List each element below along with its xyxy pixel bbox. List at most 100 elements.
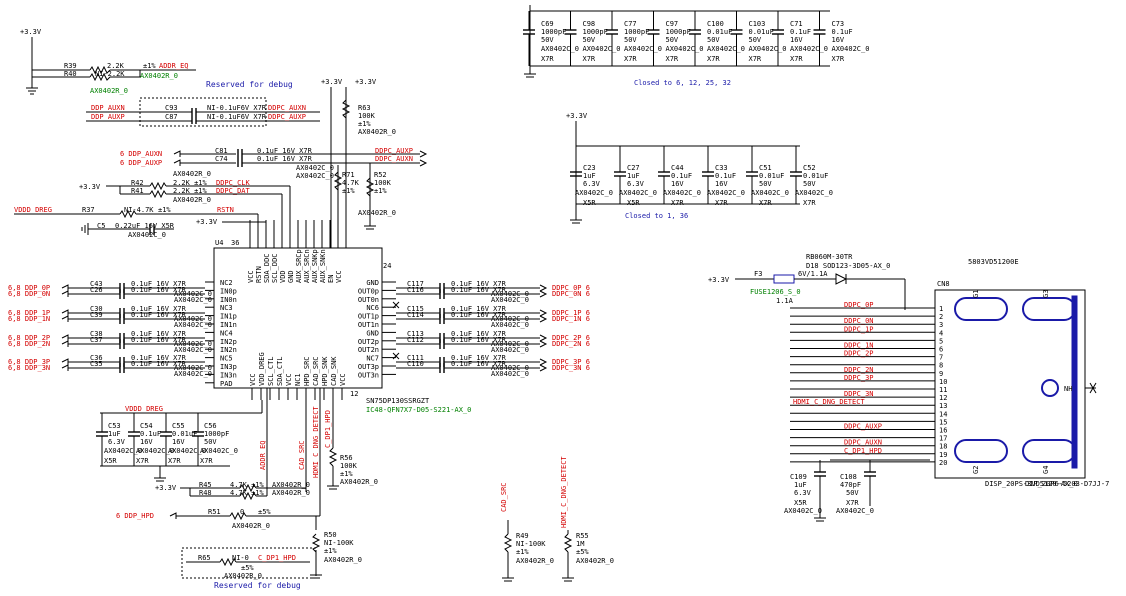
r49-tol: ±1% (516, 548, 529, 556)
vdreg-cap-ref: C55 (172, 422, 185, 430)
r45-ref: R45 (199, 481, 212, 489)
u4-right-pin-label: OUT2p (358, 338, 379, 346)
g4-label: G4 (1042, 466, 1050, 474)
vdreg-cap-dielectric: X7R (136, 457, 149, 465)
decap-footprint: AX0402C_0 (663, 189, 701, 197)
aux-in-p: 6 DDP_AUXP (120, 159, 162, 167)
ddp-auxp-in: DDP_AUXP (91, 113, 125, 121)
output-cap-footprint: AX0402C_0 (491, 321, 529, 329)
connector-pin-net: DDPC_AUXN (844, 439, 882, 447)
input-net-label: 6,8 DDP_3N (8, 364, 50, 372)
g2-label: G2 (972, 466, 980, 474)
rail-label: +3.3V (566, 112, 588, 120)
u4-left-pin-label: IN3p (220, 363, 237, 371)
u4-left-pin-label: IN2p (220, 338, 237, 346)
r41-value: 2.2K ±1% (173, 187, 208, 195)
decap-voltage: 16V (832, 36, 845, 44)
nc-marker (392, 352, 400, 360)
c109-ref: C109 (790, 473, 807, 481)
u4-top-pin-label: SDA_DDC (263, 253, 271, 283)
c108-value: 470pF (840, 481, 861, 489)
r48-value: 4.7K ±1% (230, 489, 265, 497)
off-page-arrow (61, 358, 69, 365)
connector-pin-net: DDPC_1N (844, 342, 874, 350)
c5-ref: C5 (97, 222, 105, 230)
r40-ref: R40 (64, 70, 77, 78)
connector-pin-net: C_DP1_HPD (844, 447, 882, 455)
u4-top-pin-label: GND (287, 270, 295, 283)
vddd-dreg-left: VDDD_DREG (14, 206, 52, 214)
input-cap-value: 0.1uF 16V X7R (131, 280, 187, 288)
decap-footprint: AX0402C_0 (575, 189, 613, 197)
connector-cn8: 5803VD51200E CN8 G1 G3 G2 G4 NH DISP_20P… (708, 253, 1109, 522)
decap-ref: C77 (624, 20, 637, 28)
decap-footprint: AX0402C_0 (707, 45, 745, 53)
output-net-label: DDPC_1N 6 (552, 315, 590, 323)
cad-src-vertical-2: CAD_SRC (500, 482, 508, 512)
input-cap-footprint: AX0402C_0 (174, 296, 212, 304)
input-cap-value: 0.1uF 16V X7R (131, 311, 187, 319)
decap-ref: C33 (715, 164, 728, 172)
r71-value: 4.7K (342, 179, 360, 187)
off-page-arrow (61, 334, 69, 341)
decap-ref: C52 (803, 164, 816, 172)
decap-dielectric: X7R (803, 199, 816, 207)
output-cap-ref: C113 (407, 330, 424, 338)
u4-top-pin-label: SCL_DDC (271, 253, 279, 283)
u4-part: SN75DP130SSRGZT (366, 397, 430, 405)
r55-footprint: AX0402R_0 (576, 557, 614, 565)
g3-label: G3 (1042, 290, 1050, 298)
connector-pin-net: DDPC_0P (844, 301, 874, 309)
input-cap-ref: C39 (90, 311, 103, 319)
c108-footprint: AX0402C_0 (836, 507, 874, 515)
hdmi-detect-vertical: HDMI_C_DNG_DETECT (312, 406, 320, 478)
vdreg-cap-value: 1uF (108, 430, 121, 438)
output-cap-ref: C117 (407, 280, 424, 288)
connector-pin-net: DDPC_1P (844, 325, 874, 333)
ddpc-dat: DDPC_DAT (216, 187, 251, 195)
decap-dielectric: X7R (671, 199, 684, 207)
u4-right-pins: GNDOUT0pOUT0nNC6OUT1pOUT1nGNDOUT2pOUT2nN… (358, 279, 396, 379)
r50-ref: R50 (324, 531, 337, 539)
input-net-label: 6,8 DDP_2P (8, 334, 50, 342)
r49-ref: R49 (516, 532, 529, 540)
vdreg-cap-dielectric: X7R (168, 457, 181, 465)
hdmi-detect-vertical-2: HDMI_C_DNG_DETECT (560, 456, 568, 528)
fuse-value: 1.1A (776, 297, 794, 305)
r39-value: 2.2K (107, 62, 125, 70)
connector-pin-number: 8 (939, 362, 943, 370)
ddp-auxn-in: DDP_AUXN (91, 104, 125, 112)
r71-ref: R71 (342, 171, 355, 179)
input-cap-value: 0.1uF 16V X7R (131, 330, 187, 338)
off-page-arrow (61, 309, 69, 316)
u4-right-pin-label: OUT0p (358, 287, 379, 295)
connector-pin-number: 18 (939, 443, 947, 451)
off-page-arrow (539, 284, 548, 292)
c74-footprint: AX0402C_0 (296, 172, 334, 180)
connector-pin-net: DDPC_AUXP (844, 423, 882, 431)
r37-value: NI-4.7K (124, 206, 154, 214)
r65-ref: R65 (198, 554, 211, 562)
output-net-label: DDPC_3N 6 (552, 364, 590, 372)
vdreg-cap-voltage: 50V (204, 438, 217, 446)
decap-dielectric: X7R (541, 55, 554, 63)
r49-value: NI-100K (516, 540, 546, 548)
decap-value: 0.01uF (707, 28, 732, 36)
output-cap-footprint: AX0402C_0 (491, 346, 529, 354)
connector-pin-net: DDPC_0N (844, 317, 874, 325)
r63-footprint: AX0402R_0 (358, 128, 396, 136)
u4-right-pin-label: OUT3p (358, 363, 379, 371)
input-cap-ref: C38 (90, 330, 103, 338)
vdreg-cap-value: 1000pF (204, 430, 229, 438)
connector-ref: CN8 (937, 280, 950, 288)
decap-footprint: AX0402C_0 (583, 45, 621, 53)
r37-ref: R37 (82, 206, 95, 214)
vdreg-cap-footprint: AX0402C_0 (200, 447, 238, 455)
decap-mid-block: +3.3V Closed to 1, 36 C231uF6.3VAX0402C_… (566, 112, 833, 224)
input-cap-footprint: AX0402C_0 (174, 346, 212, 354)
c81-footprint: AX0402C_0 (296, 164, 334, 172)
r56-tol: ±1% (340, 470, 353, 478)
rail-label: +3.3V (155, 484, 177, 492)
c108-ref: C108 (840, 473, 857, 481)
u4-bottom-pin-label: CAD_SRC (312, 356, 320, 386)
